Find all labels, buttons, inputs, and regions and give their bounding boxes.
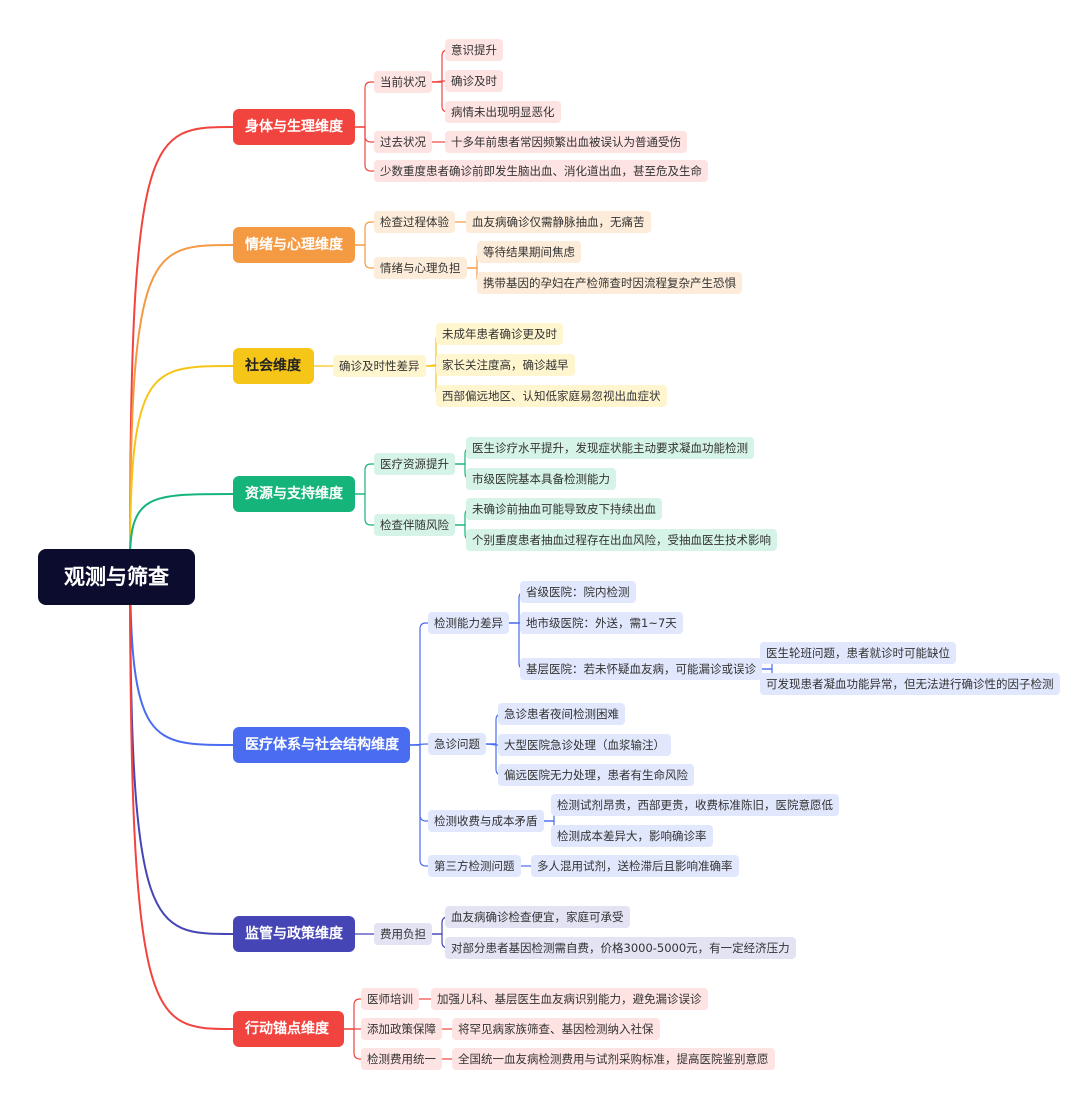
branch-health-system[interactable]: 医疗体系与社会结构维度 [233, 727, 410, 763]
leaf-west-remote[interactable]: 西部偏远地区、认知低家庭易忽视出血症状 [436, 385, 667, 407]
leaf-training-detail[interactable]: 加强儿科、基层医生血友病识别能力，避免漏诊误诊 [431, 988, 708, 1010]
leaf-insurance-coverage[interactable]: 将罕见病家族筛查、基因检测纳入社保 [452, 1018, 660, 1040]
node-cost-burden[interactable]: 费用负担 [374, 923, 432, 945]
node-cost-conflict[interactable]: 检测收费与成本矛盾 [428, 810, 544, 832]
node-provincial-hospital[interactable]: 省级医院：院内检测 [520, 581, 636, 603]
node-current-status[interactable]: 当前状况 [374, 71, 432, 93]
node-third-party[interactable]: 第三方检测问题 [428, 855, 521, 877]
connector [410, 744, 428, 867]
branch-social[interactable]: 社会维度 [233, 348, 314, 384]
root-node[interactable]: 观测与筛查 [38, 549, 195, 605]
node-timeliness-gap[interactable]: 确诊及时性差异 [333, 355, 426, 377]
connector [355, 244, 374, 269]
leaf-waiting-anxiety[interactable]: 等待结果期间焦虑 [477, 241, 581, 263]
leaf-reagent-expensive[interactable]: 检测试剂昂贵，西部更贵，收费标准陈旧，医院意愿低 [551, 794, 839, 816]
connector [355, 126, 374, 172]
leaf-timely-diagnosis[interactable]: 确诊及时 [445, 70, 503, 92]
leaf-no-worsening[interactable]: 病情未出现明显恶化 [445, 101, 561, 123]
leaf-city-hospital[interactable]: 市级医院基本具备检测能力 [466, 468, 616, 490]
node-exam-experience[interactable]: 检查过程体验 [374, 211, 455, 233]
branch-emotional[interactable]: 情绪与心理维度 [233, 227, 355, 263]
branch-regulation[interactable]: 监管与政策维度 [233, 916, 355, 952]
connector [344, 1028, 361, 1060]
node-medical-resources[interactable]: 医疗资源提升 [374, 453, 455, 475]
leaf-doctor-shift[interactable]: 医生轮班问题，患者就诊时可能缺位 [760, 642, 956, 664]
leaf-misdiagnosed-injury[interactable]: 十多年前患者常因频繁出血被误认为普通受伤 [445, 131, 687, 153]
branch-connector [129, 493, 234, 561]
leaf-unified-standard[interactable]: 全国统一血友病检测费用与试剂采购标准，提高医院鉴别意愿 [452, 1048, 775, 1070]
branch-connector [129, 559, 234, 1030]
leaf-mixed-reagents[interactable]: 多人混用试剂，送检滞后且影响准确率 [531, 855, 739, 877]
connector [355, 463, 374, 495]
branch-physical[interactable]: 身体与生理维度 [233, 109, 355, 145]
leaf-parent-attention[interactable]: 家长关注度高，确诊越早 [436, 354, 575, 376]
node-psych-burden[interactable]: 情绪与心理负担 [374, 257, 467, 279]
connector [355, 221, 374, 246]
connector [410, 622, 428, 746]
node-unified-fees[interactable]: 检测费用统一 [361, 1048, 442, 1070]
leaf-subcutaneous-bleeding[interactable]: 未确诊前抽血可能导致皮下持续出血 [466, 498, 662, 520]
node-testing-capacity[interactable]: 检测能力差异 [428, 612, 509, 634]
branch-resources[interactable]: 资源与支持维度 [233, 476, 355, 512]
leaf-minors-earlier[interactable]: 未成年患者确诊更及时 [436, 323, 563, 345]
leaf-doctor-skill[interactable]: 医生诊疗水平提升，发现症状能主动要求凝血功能检测 [466, 437, 754, 459]
leaf-remote-life-risk[interactable]: 偏远医院无力处理，患者有生命风险 [498, 764, 694, 786]
branch-action[interactable]: 行动锚点维度 [233, 1011, 344, 1047]
node-prefecture-hospital[interactable]: 地市级医院：外送，需1~7天 [520, 612, 683, 634]
branch-connector [129, 365, 234, 561]
connector [344, 998, 361, 1030]
branch-connector [129, 126, 234, 561]
node-emergency-issues[interactable]: 急诊问题 [428, 733, 486, 755]
leaf-night-testing[interactable]: 急诊患者夜间检测困难 [498, 703, 625, 725]
node-past-status[interactable]: 过去状况 [374, 131, 432, 153]
leaf-severe-draw-risk[interactable]: 个别重度患者抽血过程存在出血风险，受抽血医生技术影响 [466, 529, 777, 551]
branch-connector [129, 559, 234, 935]
node-severe-bleeding[interactable]: 少数重度患者确诊前即发生脑出血、消化道出血，甚至危及生命 [374, 160, 708, 182]
leaf-awareness[interactable]: 意识提升 [445, 39, 503, 61]
connector [355, 493, 374, 526]
node-primary-hospital[interactable]: 基层医院：若未怀疑血友病，可能漏诊或误诊 [520, 658, 762, 680]
leaf-no-factor-test[interactable]: 可发现患者凝血功能异常，但无法进行确诊性的因子检测 [760, 673, 1060, 695]
branch-connector [129, 244, 234, 561]
connector [355, 81, 374, 128]
connector [410, 744, 428, 822]
node-physician-training[interactable]: 医师培训 [361, 988, 419, 1010]
leaf-cost-variance[interactable]: 检测成本差异大，影响确诊率 [551, 825, 713, 847]
node-policy-guarantee[interactable]: 添加政策保障 [361, 1018, 442, 1040]
leaf-plasma-infusion[interactable]: 大型医院急诊处理（血浆输注） [498, 734, 671, 756]
leaf-painless-blood-draw[interactable]: 血友病确诊仅需静脉抽血，无痛苦 [466, 211, 651, 233]
leaf-pregnant-fear[interactable]: 携带基因的孕妇在产检筛查时因流程复杂产生恐惧 [477, 272, 742, 294]
leaf-affordable[interactable]: 血友病确诊检查便宜，家庭可承受 [445, 906, 630, 928]
leaf-gene-test-cost[interactable]: 对部分患者基因检测需自费，价格3000-5000元，有一定经济压力 [445, 937, 796, 959]
node-exam-risk[interactable]: 检查伴随风险 [374, 514, 455, 536]
